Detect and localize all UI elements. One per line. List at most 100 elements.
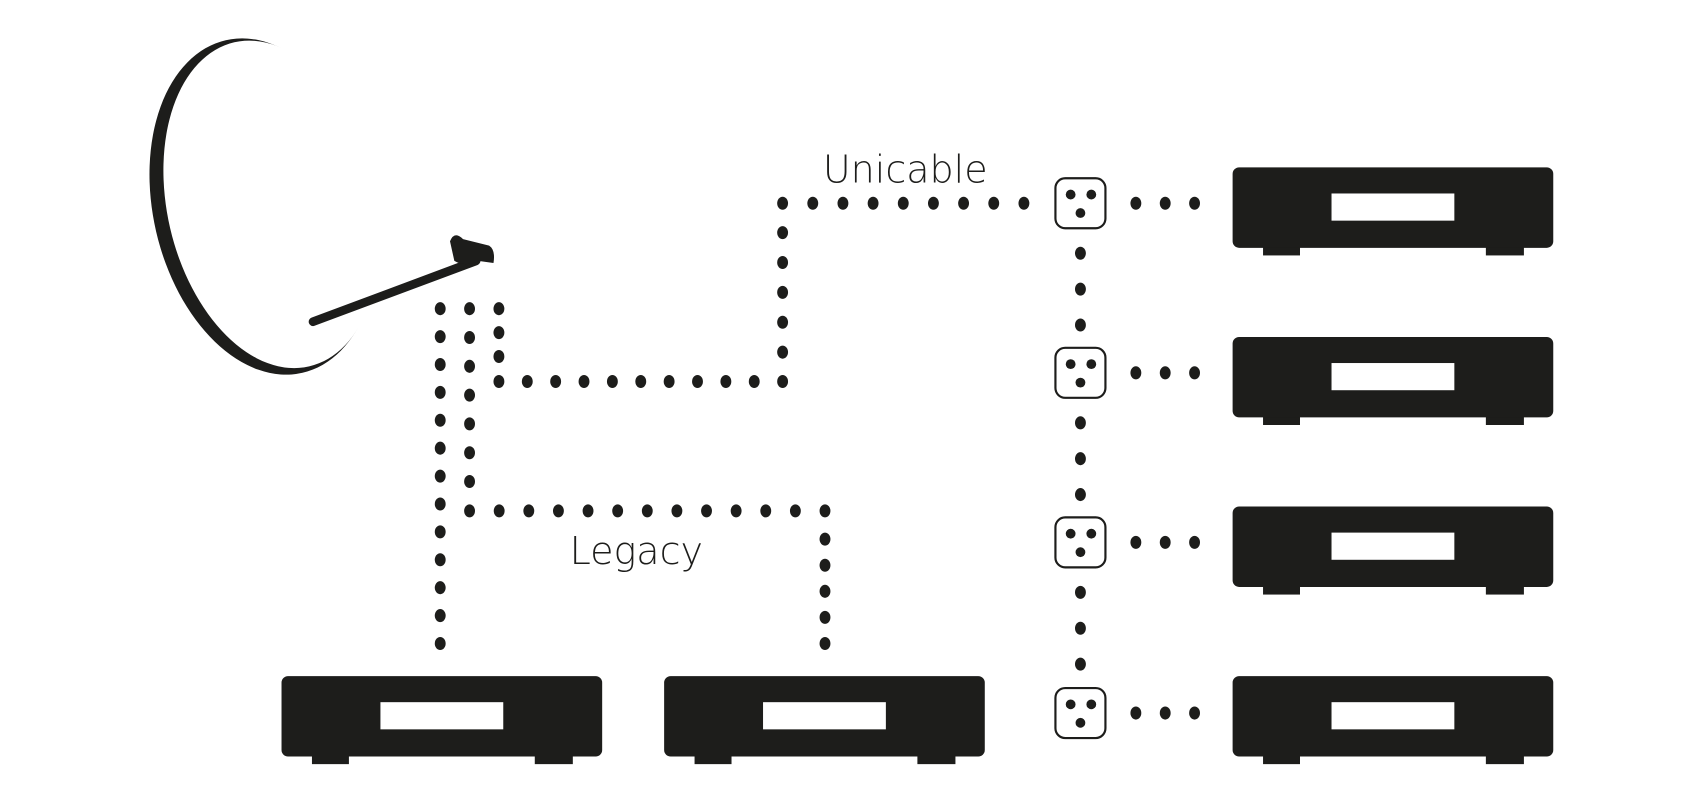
cable-dot: [1159, 535, 1171, 549]
cable-dot: [1189, 535, 1200, 549]
cable-dot: [777, 285, 789, 299]
receiver-icon: [1232, 506, 1554, 595]
cable-dot: [464, 475, 475, 489]
cable-dot: [464, 504, 475, 518]
receivers: [281, 167, 1554, 765]
cable-dot: [927, 196, 939, 210]
socket-icon: [1054, 346, 1107, 399]
cable-dot: [1159, 196, 1171, 210]
receiver-icon: [1232, 336, 1554, 425]
socket-icon: [1054, 177, 1107, 230]
cable-dot: [552, 504, 564, 518]
receiver-icon: [1232, 676, 1554, 765]
cable-dot: [807, 196, 819, 210]
cable-dot: [819, 636, 831, 650]
cable-dot: [434, 413, 446, 427]
cable-dot: [1189, 706, 1200, 720]
cable-dot: [1189, 366, 1200, 380]
cable-dot: [777, 226, 789, 240]
cable-dot: [692, 375, 703, 389]
cable-dot: [1075, 657, 1086, 671]
cable-dot: [1075, 318, 1086, 332]
cable-dot: [1075, 246, 1086, 260]
wall-sockets: [1054, 177, 1107, 740]
cable-dot: [1130, 706, 1142, 720]
cable-dot: [493, 375, 505, 389]
cable-dot: [464, 388, 475, 402]
cable-dot: [641, 504, 653, 518]
cable-dot: [988, 196, 1000, 210]
cable-dot: [434, 525, 446, 539]
cable-dot: [837, 196, 849, 210]
receiver-icon: [281, 676, 603, 765]
cable-dot: [493, 350, 505, 364]
cable-dot: [777, 196, 789, 210]
cable-dot: [777, 255, 789, 270]
cable-dot: [1159, 366, 1171, 380]
cable-dot: [434, 581, 446, 595]
cable-dot: [819, 610, 831, 624]
cable-dot: [819, 558, 831, 572]
cable-dot: [464, 417, 475, 431]
cable-dot: [434, 497, 446, 511]
cable-dot: [1075, 585, 1086, 599]
cable-dot: [1075, 452, 1086, 466]
cable-dot: [493, 302, 505, 316]
cable-dot: [523, 504, 535, 518]
cable-dot: [777, 315, 789, 329]
cable-dot: [1075, 416, 1086, 430]
cable-dot: [663, 375, 675, 389]
cable-dot: [1189, 196, 1200, 210]
cable-dot: [777, 375, 789, 389]
receiver-icon: [664, 676, 985, 765]
cable-dot: [464, 359, 475, 373]
cable-dot: [521, 375, 533, 389]
cable-dot: [434, 636, 446, 650]
socket-icon: [1054, 686, 1107, 740]
cable-dot: [464, 446, 475, 460]
cable-dot: [819, 584, 831, 598]
cable-dot: [434, 441, 446, 455]
cable-dot: [612, 504, 624, 518]
cable-dot: [464, 302, 475, 316]
cable-dot: [777, 345, 789, 359]
legacy-label: Legacy: [570, 529, 703, 573]
satellite-dish-icon: [149, 38, 495, 375]
cable-dot: [434, 385, 446, 399]
cable-dot: [730, 504, 742, 518]
cable-dot: [958, 196, 970, 210]
cable-dot: [493, 504, 505, 518]
cable-dot: [1130, 196, 1142, 210]
cable-dot: [434, 302, 446, 316]
cable-dot: [1075, 282, 1086, 296]
cable-dot: [701, 504, 712, 518]
cable-dot: [1075, 488, 1086, 502]
cable-dot: [1018, 196, 1030, 210]
cable-dot: [550, 375, 562, 389]
cable-dot: [789, 504, 801, 518]
cable-dot: [434, 553, 446, 567]
unicable-label: Unicable: [823, 148, 988, 192]
cable-dot: [1130, 366, 1142, 380]
cable-dot: [897, 196, 909, 210]
cable-dot: [720, 375, 732, 389]
cable-dot: [867, 196, 879, 210]
cable-dot: [1159, 706, 1171, 720]
socket-icon: [1054, 516, 1107, 569]
cable-dots: [434, 196, 1200, 720]
cable-dot: [434, 609, 446, 623]
cable-dot: [434, 330, 446, 344]
cable-dot: [464, 330, 475, 345]
cable-dot: [1130, 535, 1142, 549]
cable-dot: [582, 504, 594, 518]
cable-dot: [819, 532, 831, 546]
cable-dot: [635, 375, 647, 389]
cable-dot: [606, 375, 618, 389]
cable-dot: [819, 504, 831, 518]
cable-dot: [493, 326, 505, 340]
cable-dot: [578, 375, 590, 389]
cable-dot: [1075, 621, 1086, 635]
cable-dot: [748, 375, 760, 389]
cable-dot: [434, 469, 446, 483]
